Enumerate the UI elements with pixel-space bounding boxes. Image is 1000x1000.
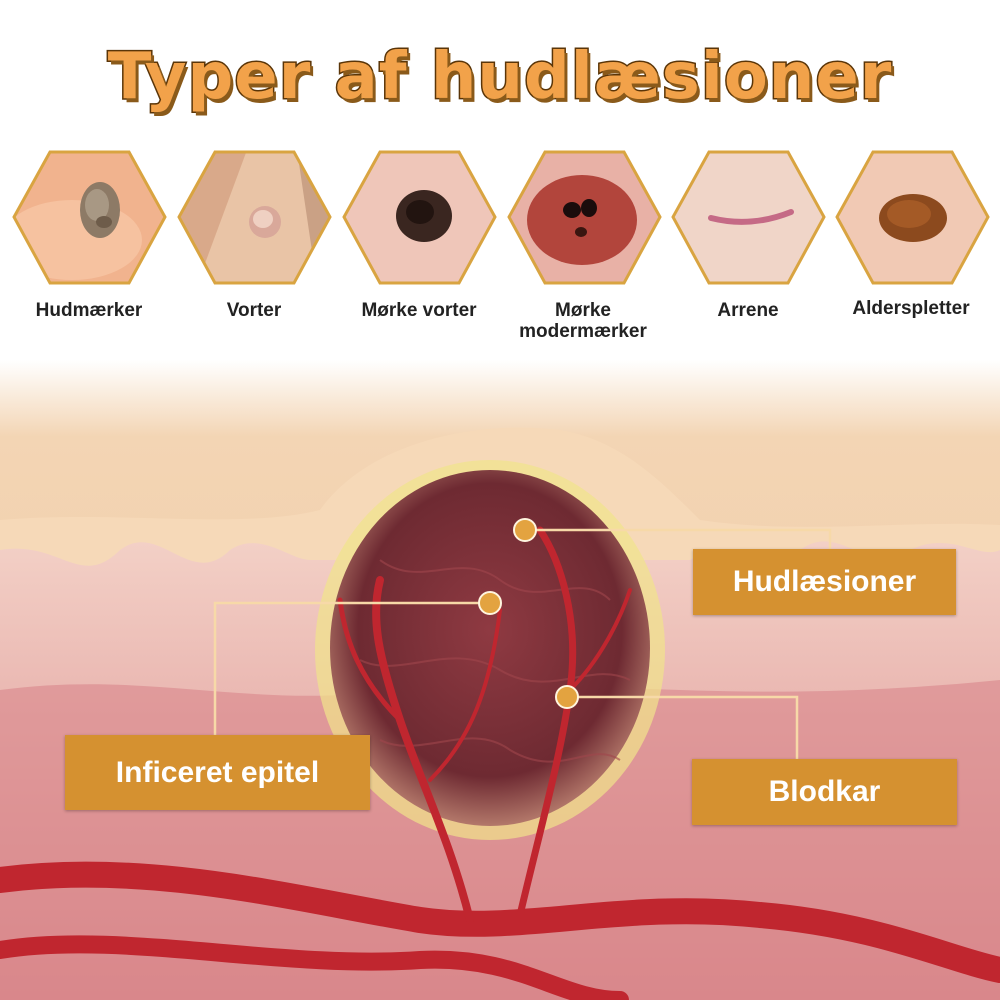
lesion-label: Mørke vorter bbox=[361, 300, 477, 321]
callout-blood-vessels: Blodkar bbox=[692, 759, 957, 825]
dark-wart-photo bbox=[342, 150, 497, 285]
lesion-label: Vorter bbox=[226, 300, 282, 321]
lesion-label: Alderspletter bbox=[852, 298, 970, 319]
callout-lesions: Hudlæsioner bbox=[693, 549, 956, 615]
skin-cross-section-illustration bbox=[0, 360, 1000, 1000]
dark-mole-photo bbox=[507, 150, 662, 285]
page-title: Typer af hudlæsioner bbox=[106, 39, 893, 116]
skin-tag-photo bbox=[12, 150, 167, 285]
lesion-label: Arrene bbox=[717, 300, 779, 321]
scar-photo bbox=[671, 150, 826, 285]
age-spot-photo bbox=[835, 150, 990, 285]
lesion-types-row: Hudmærker Vorter Mørke vorter Mørke mode… bbox=[0, 150, 1000, 350]
lesion-label: Mørke modermærker bbox=[519, 300, 647, 342]
lesion-label: Hudmærker bbox=[35, 300, 143, 321]
callout-infected-epithelium: Inficeret epitel bbox=[65, 735, 370, 810]
wart-photo bbox=[177, 150, 332, 285]
